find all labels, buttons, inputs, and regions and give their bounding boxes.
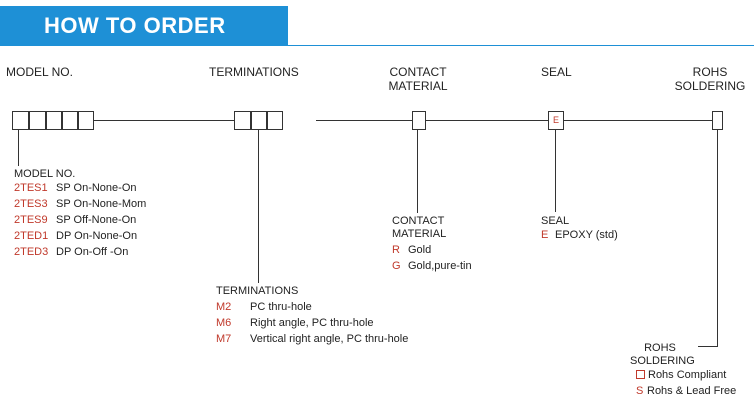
termination-option-code: M7 — [216, 333, 232, 345]
termination-code-box-3 — [267, 111, 283, 130]
contact-material-code-box — [412, 111, 426, 130]
termination-option-row: M6 Right angle, PC thru-hole — [216, 317, 374, 330]
model-code-box-2 — [29, 111, 46, 130]
terminations-leader-line — [258, 130, 259, 283]
seal-leader-line — [555, 130, 556, 212]
rohs-section-title-line2: SOLDERING — [630, 355, 695, 367]
rohs-section-title: ROHS SOLDERING — [630, 342, 695, 368]
code-line-segment-2 — [316, 120, 412, 121]
model-option-code: 2TED3 — [14, 246, 49, 258]
rohs-code-box — [712, 111, 723, 130]
column-label-model: MODEL NO. — [6, 65, 73, 79]
empty-square-icon — [636, 370, 645, 379]
contact-leader-line — [417, 130, 418, 213]
header-divider — [288, 45, 754, 46]
column-label-rohs-line1: ROHS — [692, 65, 728, 79]
model-option-desc: SP Off-None-On — [56, 214, 137, 226]
seal-section-title: SEAL — [541, 215, 570, 227]
contact-option-code: G — [392, 260, 401, 272]
contact-option-row: G Gold,pure-tin — [392, 260, 472, 273]
rohs-option-desc: Rohs Compliant — [648, 369, 727, 381]
model-code-box-4 — [62, 111, 78, 130]
rohs-option-row: Rohs Compliant — [636, 369, 726, 382]
column-label-contact-material: CONTACT MATERIAL — [378, 65, 458, 93]
column-label-contact-line1: CONTACT — [389, 65, 447, 79]
column-label-seal: SEAL — [541, 65, 572, 79]
rohs-section-title-line1: ROHS — [644, 342, 676, 354]
termination-option-desc: Right angle, PC thru-hole — [250, 317, 374, 329]
column-label-contact-line2: MATERIAL — [388, 79, 448, 93]
termination-code-box-2 — [251, 111, 267, 130]
seal-option-code: E — [541, 229, 549, 241]
code-line-segment-1 — [94, 120, 234, 121]
model-code-box-3 — [46, 111, 62, 130]
termination-option-row: M2 PC thru-hole — [216, 301, 312, 314]
model-leader-line — [18, 130, 19, 166]
seal-code-letter: E — [553, 115, 560, 125]
rohs-leader-elbow — [698, 346, 718, 347]
header-banner: HOW TO ORDER — [0, 6, 288, 46]
model-option-row: 2TES3 SP On-None-Mom — [14, 198, 146, 211]
rohs-option-code: S — [636, 385, 644, 397]
termination-option-row: M7 Vertical right angle, PC thru-hole — [216, 333, 408, 346]
model-option-desc: DP On-None-On — [56, 230, 138, 242]
column-label-rohs-line2: SOLDERING — [674, 79, 746, 93]
contact-option-desc: Gold,pure-tin — [408, 260, 472, 272]
contact-section-title: CONTACT MATERIAL — [392, 215, 446, 241]
termination-option-code: M2 — [216, 301, 232, 313]
contact-option-row: R Gold — [392, 244, 431, 257]
model-option-row: 2TED1 DP On-None-On — [14, 230, 137, 243]
rohs-option-desc: Rohs & Lead Free — [647, 385, 737, 397]
contact-option-code: R — [392, 244, 400, 256]
model-code-box-1 — [12, 111, 29, 130]
seal-code-box: E — [548, 111, 564, 130]
model-option-row: 2TES1 SP On-None-On — [14, 182, 137, 195]
model-option-code: 2TED1 — [14, 230, 49, 242]
contact-section-title-line2: MATERIAL — [392, 228, 447, 240]
column-label-rohs-soldering: ROHS SOLDERING — [670, 65, 750, 93]
model-code-box-5 — [78, 111, 94, 130]
termination-option-desc: Vertical right angle, PC thru-hole — [250, 333, 409, 345]
model-option-row: 2TED3 DP On-Off -On — [14, 246, 128, 259]
model-option-desc: SP On-None-On — [56, 182, 137, 194]
model-option-desc: SP On-None-Mom — [56, 198, 147, 210]
termination-code-box-1 — [234, 111, 251, 130]
termination-option-code: M6 — [216, 317, 232, 329]
model-option-row: 2TES9 SP Off-None-On — [14, 214, 136, 227]
contact-option-desc: Gold — [408, 244, 432, 256]
model-option-code: 2TES9 — [14, 214, 48, 226]
code-line-segment-3 — [426, 120, 548, 121]
terminations-section-title: TERMINATIONS — [216, 285, 299, 297]
column-label-terminations: TERMINATIONS — [209, 65, 299, 79]
model-option-desc: DP On-Off -On — [56, 246, 129, 258]
rohs-leader-line — [717, 130, 718, 346]
model-option-code: 2TES3 — [14, 198, 48, 210]
model-section-title: MODEL NO. — [14, 168, 76, 180]
model-option-code: 2TES1 — [14, 182, 48, 194]
seal-option-desc: EPOXY (std) — [555, 229, 618, 241]
termination-option-desc: PC thru-hole — [250, 301, 312, 313]
contact-section-title-line1: CONTACT — [392, 215, 445, 227]
code-line-segment-4 — [564, 120, 712, 121]
page-title: HOW TO ORDER — [44, 13, 226, 38]
seal-option-row: E EPOXY (std) — [541, 229, 618, 242]
